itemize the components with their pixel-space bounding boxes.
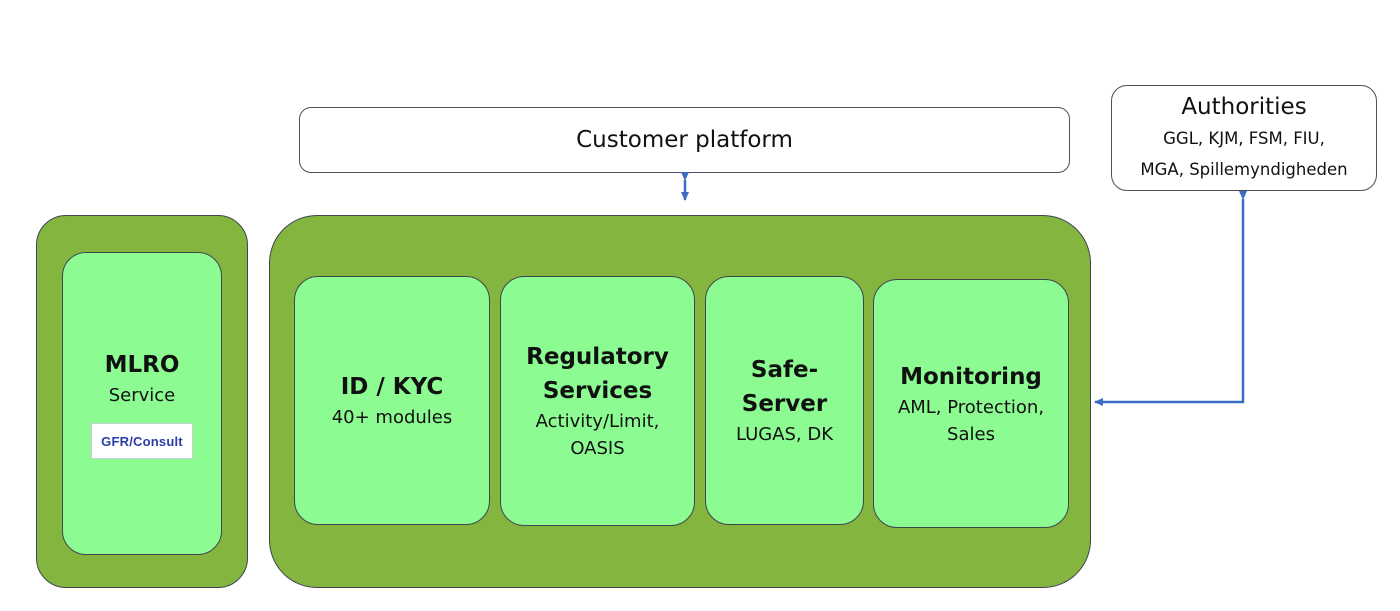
module-safe-server: Safe- Server LUGAS, DK	[705, 276, 864, 525]
module-regulatory-services: Regulatory Services Activity/Limit, OASI…	[500, 276, 695, 526]
module-id-kyc-title: ID / KYC	[340, 374, 444, 400]
customer-platform-label: Customer platform	[576, 127, 793, 153]
module-regulatory-title-line-1: Regulatory	[526, 344, 669, 370]
authorities-box: Authorities GGL, KJM, FSM, FIU, MGA, Spi…	[1111, 85, 1377, 191]
module-regulatory-detail-line-2: OASIS	[570, 438, 625, 459]
module-monitoring-detail-line-2: Sales	[947, 423, 995, 445]
module-monitoring-detail-line-1: AML, Protection,	[897, 396, 1045, 418]
module-id-kyc: ID / KYC 40+ modules	[294, 276, 490, 525]
module-monitoring-title: Monitoring	[900, 363, 1042, 390]
authorities-title: Authorities	[1181, 94, 1307, 120]
gfr-consult-logo: GFR/Consult	[91, 423, 193, 459]
authorities-list-line-1: GGL, KJM, FSM, FIU,	[1163, 129, 1325, 148]
module-id-kyc-detail: 40+ modules	[331, 407, 453, 428]
mlro-title: MLRO	[104, 352, 180, 378]
authorities-list-line-2: MGA, Spillemyndigheden	[1140, 160, 1348, 179]
mlro-service-box: MLRO Service GFR/Consult	[62, 252, 222, 555]
module-safe-server-title-line-1: Safe-	[750, 357, 819, 383]
customer-platform-box: Customer platform	[299, 107, 1070, 173]
authorities-monitoring-arrow	[1094, 191, 1247, 406]
module-safe-server-detail: LUGAS, DK	[735, 424, 834, 445]
module-monitoring: Monitoring AML, Protection, Sales	[873, 279, 1069, 528]
module-safe-server-title-line-2: Server	[741, 391, 828, 417]
mlro-subtitle: Service	[108, 385, 176, 406]
module-regulatory-detail-line-1: Activity/Limit,	[535, 411, 660, 432]
module-regulatory-title-line-2: Services	[542, 378, 653, 404]
